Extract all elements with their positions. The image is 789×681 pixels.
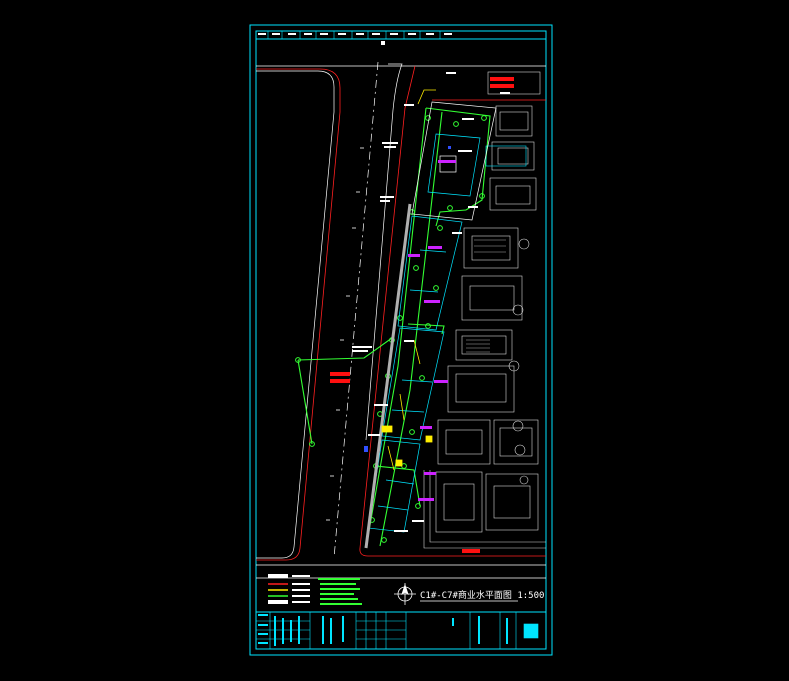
title-block-text — [258, 614, 508, 646]
left-block-outline — [256, 70, 335, 559]
commercial-c4 — [367, 439, 421, 533]
label-tags — [352, 72, 510, 532]
site-buildings — [423, 71, 546, 549]
commercial-c3 — [381, 327, 445, 441]
site-boundary-red — [359, 65, 546, 557]
drawing-title: C1#-C7#商业水平面图 1:500 — [420, 589, 544, 601]
outer-border — [249, 24, 553, 656]
red-tags — [330, 77, 514, 553]
water-mains — [297, 107, 491, 549]
commercial-c1 — [411, 101, 497, 221]
main-pipe-east — [379, 111, 443, 547]
legend-swatch-1 — [268, 574, 288, 578]
pipe-branch-south — [375, 465, 421, 507]
sheet-frame — [249, 24, 553, 656]
blue-markers — [364, 146, 451, 452]
legend — [268, 574, 310, 604]
red-street-lines — [256, 65, 546, 561]
pipe-to-avenue — [297, 337, 393, 361]
main-pipe-west — [365, 107, 427, 549]
yellow-annotations — [381, 89, 436, 471]
pipe-branch-1 — [435, 209, 467, 227]
magenta-tags — [408, 160, 456, 501]
pipe-west-spur — [297, 359, 313, 445]
avenue-east-edge — [365, 63, 403, 441]
commercial-c1-inner — [427, 133, 481, 197]
avenue-centerline — [333, 61, 379, 559]
kiosk — [439, 155, 457, 173]
seal-block — [523, 623, 539, 639]
general-notes — [318, 578, 362, 605]
left-red-line — [256, 68, 341, 561]
round-structures — [508, 238, 530, 485]
inner-border — [255, 30, 547, 650]
header-strip-ticks — [267, 31, 441, 39]
road-lines — [256, 61, 546, 579]
road-ticks — [326, 147, 364, 521]
site-building-hatch — [466, 239, 506, 353]
pipe-branch-2 — [407, 323, 445, 335]
pipe-nodes — [295, 115, 487, 543]
north-arrow-icon — [394, 583, 416, 605]
building-top-right — [487, 71, 541, 95]
pedestrian-edge — [364, 203, 412, 549]
header-strip-marks — [258, 33, 452, 45]
commercial-c2 — [397, 215, 463, 331]
legend-swatch-2 — [268, 600, 288, 604]
